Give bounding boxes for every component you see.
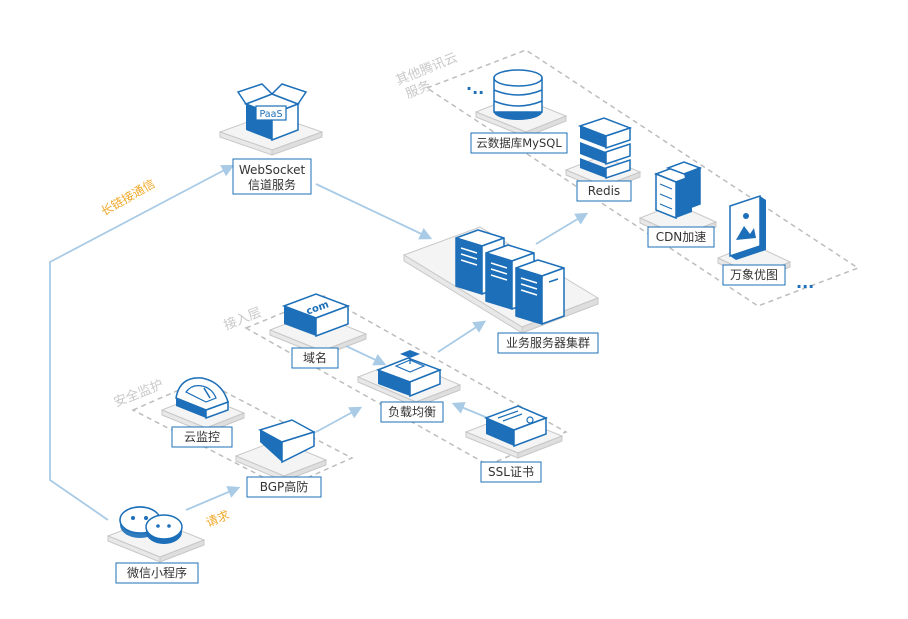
domain-text: 域名 bbox=[303, 350, 327, 365]
edge-business-services bbox=[535, 212, 589, 245]
ssl-text: SSL证书 bbox=[488, 465, 534, 479]
label-wanxiang: 万象优图 bbox=[722, 264, 786, 286]
redis-text: Redis bbox=[588, 184, 620, 198]
label-cdn: CDN加速 bbox=[647, 226, 715, 248]
monitor-gauge-icon bbox=[175, 377, 229, 420]
paas-box-icon: PaaS bbox=[236, 83, 308, 142]
business-cluster-text: 业务服务器集群 bbox=[506, 335, 590, 350]
edge-label-long-link: 长链接通信 bbox=[98, 176, 157, 219]
edge-lb-business bbox=[437, 320, 487, 353]
wechat-icon bbox=[119, 506, 183, 544]
edge-wechat-websocket bbox=[49, 164, 235, 521]
label-ssl: SSL证书 bbox=[480, 461, 542, 483]
zone-security bbox=[131, 379, 354, 489]
label-business-cluster: 业务服务器集群 bbox=[497, 332, 599, 354]
websocket-line2: 信道服务 bbox=[248, 177, 296, 192]
bgp-shield-icon bbox=[258, 419, 316, 464]
edge-websocket-business bbox=[315, 183, 433, 240]
paas-label: PaaS bbox=[260, 109, 283, 120]
group-label-access-layer: 接入层 bbox=[222, 304, 264, 333]
label-cloud-db: 云数据库MySQL bbox=[470, 132, 568, 154]
group-label-security: 安全监护 bbox=[112, 376, 166, 410]
database-icon bbox=[493, 69, 543, 120]
label-websocket: WebSocket 信道服务 bbox=[232, 158, 312, 195]
domain-com-icon: .com bbox=[281, 293, 351, 338]
label-domain: 域名 bbox=[291, 347, 339, 369]
redis-stack-icon bbox=[577, 117, 633, 180]
cdn-text: CDN加速 bbox=[656, 230, 707, 244]
load-balancer-icon bbox=[375, 350, 443, 398]
image-frame-icon bbox=[729, 194, 766, 260]
websocket-line1: WebSocket bbox=[239, 163, 306, 177]
bgp-text: BGP高防 bbox=[260, 479, 309, 494]
wanxiang-text: 万象优图 bbox=[730, 268, 778, 282]
label-load-balancer: 负载均衡 bbox=[380, 401, 444, 423]
label-bgp: BGP高防 bbox=[246, 476, 322, 498]
edge-domain-lb bbox=[345, 345, 387, 366]
label-cloud-monitor: 云监控 bbox=[171, 426, 233, 448]
wechat-text: 微信小程序 bbox=[127, 565, 187, 580]
edge-label-request: 请求 bbox=[204, 508, 232, 530]
edge-bgp-lb bbox=[315, 406, 363, 433]
label-wechat: 微信小程序 bbox=[115, 562, 199, 584]
cloud-monitor-text: 云监控 bbox=[184, 430, 220, 444]
ellipsis-top: ·.. bbox=[466, 79, 484, 98]
load-balancer-text: 负载均衡 bbox=[388, 405, 436, 419]
edge-wechat-bgp bbox=[185, 486, 241, 511]
cloud-db-text: 云数据库MySQL bbox=[476, 136, 562, 150]
ellipsis-bottom: ... bbox=[796, 273, 814, 292]
edge-ssl-lb bbox=[451, 402, 489, 419]
label-redis: Redis bbox=[576, 180, 632, 202]
cdn-books-icon bbox=[653, 161, 703, 220]
ssl-certificate-icon bbox=[483, 405, 549, 448]
